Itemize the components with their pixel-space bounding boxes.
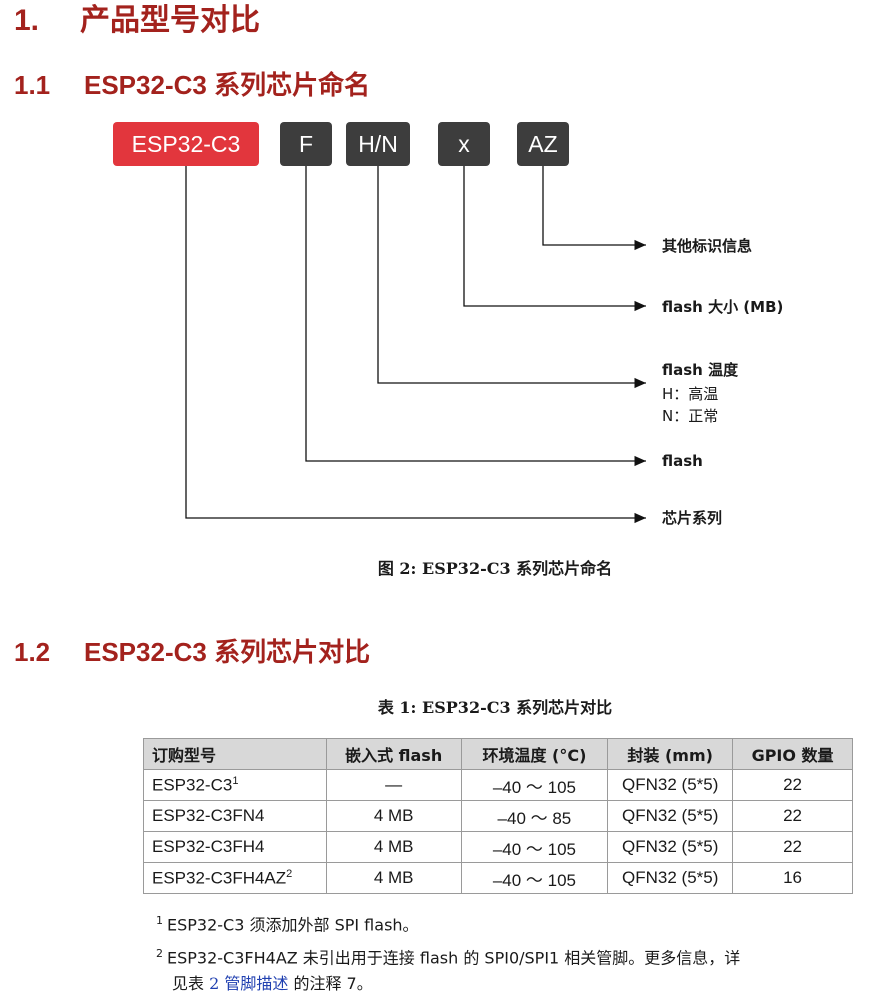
label-flash-size: flash 大小 (MB) [662,298,784,316]
table-header-row: 订购型号 嵌入式 flash 环境温度 (°C) 封装 (mm) GPIO 数量 [143,738,853,770]
footnote-1: 1 ESP32-C3 须添加外部 SPI flash。 [156,906,419,940]
section-title-latin: ESP32-C3 [84,70,207,100]
cell-temp: –40 ～ 85 [460,800,609,832]
table-row: ESP32-C3FH4 4 MB –40 ～ 105 QFN32 (5*5) 2… [143,831,853,863]
cell-package: QFN32 (5*5) [607,862,734,894]
cell-model: ESP32-C3FN4 [143,800,327,832]
cell-gpio: 22 [732,831,853,863]
footnote-text: ESP32-C3FH4AZ 未引出用于连接 flash 的 SPI0/SPI1 … [167,948,741,968]
header-temp: 环境温度 (°C) [460,738,609,770]
cell-flash: 4 MB [325,862,462,894]
cell-flash: 4 MB [325,831,462,863]
cell-package: QFN32 (5*5) [607,769,734,801]
footnote-2-continuation: 见表 2 管脚描述 的注释 7。 [172,969,373,999]
connector-temp [377,166,646,389]
footnote-mark: 2 [156,947,163,960]
table-row: ESP32-C3FN4 4 MB –40 ～ 85 QFN32 (5*5) 22 [143,800,853,832]
section-number: 1.1 [14,70,51,100]
footnote-mark: 2 [286,867,293,880]
chapter-title: 产品型号对比 [80,3,260,38]
naming-box-flash: F [280,122,332,166]
label-series: 芯片系列 [662,509,723,527]
chapter-number: 1. [14,4,40,37]
naming-diagram-connectors [185,166,646,524]
section-title-cn: 系列芯片命名 [214,71,371,101]
connector-flash [305,166,646,467]
figure-caption: 图 2: ESP32-C3 系列芯片命名 [377,559,613,578]
naming-box-temp: H/N [346,122,410,166]
table-caption: 表 1: ESP32-C3 系列芯片对比 [377,698,613,717]
chapter-heading: 1. 产品型号对比 [14,0,260,42]
label-flash: flash [662,452,703,470]
connector-size [463,166,646,312]
header-package: 封装 (mm) [607,738,734,770]
footnote-text: ESP32-C3 须添加外部 SPI flash。 [167,915,419,935]
cell-flash: 4 MB [325,800,462,832]
connector-series [185,166,646,524]
connector-other [542,166,646,251]
table-row: ESP32-C31 — –40 ～ 105 QFN32 (5*5) 22 [143,769,853,801]
cell-gpio: 16 [732,862,853,894]
footnote-2: 2 ESP32-C3FH4AZ 未引出用于连接 flash 的 SPI0/SPI1… [156,939,740,973]
cell-model: ESP32-C3FH4AZ2 [143,862,327,894]
label-flash-temp: flash 温度 [662,361,739,379]
cell-package: QFN32 (5*5) [607,800,734,832]
cell-model: ESP32-C3FH4 [143,831,327,863]
header-gpio: GPIO 数量 [732,738,853,770]
footnote-text: 见表 [172,974,210,993]
cell-gpio: 22 [732,769,853,801]
cell-temp: –40 ～ 105 [460,769,609,801]
naming-box-size: x [438,122,490,166]
pin-description-link[interactable]: 2 管脚描述 [209,974,289,993]
section-heading-comparison: 1.2 ESP32-C3 系列芯片对比 [14,634,370,670]
cell-gpio: 22 [732,800,853,832]
cell-flash: — [325,769,462,801]
cell-temp: –40 ～ 105 [460,862,609,894]
cell-model: ESP32-C31 [143,769,327,801]
label-other-info: 其他标识信息 [662,237,753,255]
section-number: 1.2 [14,637,51,667]
footnote-mark: 1 [156,914,163,927]
naming-box-other: AZ [517,122,569,166]
footnote-mark: 1 [232,774,239,787]
label-temp-normal: N：正常 [662,407,719,425]
header-flash: 嵌入式 flash [325,738,462,770]
cell-package: QFN32 (5*5) [607,831,734,863]
header-model: 订购型号 [143,738,327,770]
table-row: ESP32-C3FH4AZ2 4 MB –40 ～ 105 QFN32 (5*5… [143,862,853,894]
section-title-latin: ESP32-C3 [84,637,207,667]
naming-box-series: ESP32-C3 [113,122,259,166]
comparison-table: 订购型号 嵌入式 flash 环境温度 (°C) 封装 (mm) GPIO 数量… [143,738,853,894]
label-temp-high: H：高温 [662,385,719,403]
section-heading-naming: 1.1 ESP32-C3 系列芯片命名 [14,67,370,103]
cell-temp: –40 ～ 105 [460,831,609,863]
section-title-cn: 系列芯片对比 [214,638,371,668]
footnote-text: 的注释 7。 [288,974,373,993]
